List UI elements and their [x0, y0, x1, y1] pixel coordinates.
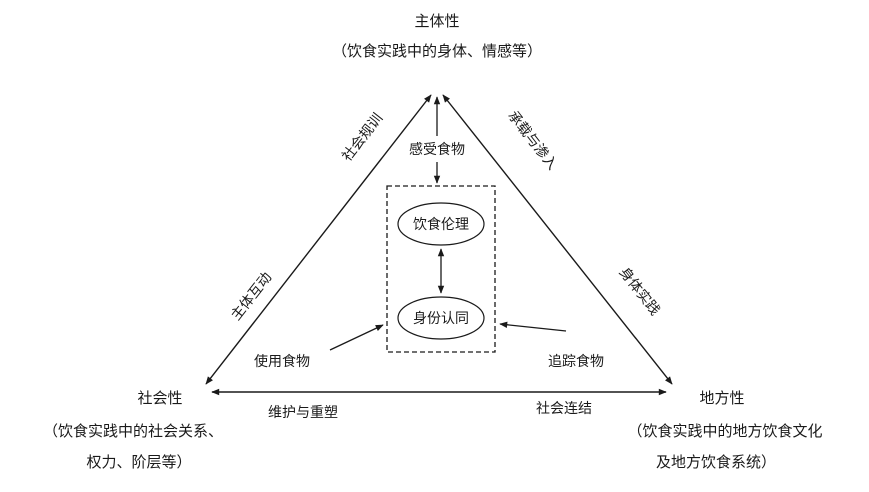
label-trace-food: 追踪食物: [548, 353, 604, 370]
vertex-top-title: 主体性: [414, 13, 459, 30]
arrow-trace-food: [499, 321, 567, 332]
edge-label-left-lower: 主体互动: [228, 270, 275, 324]
label-food-ethics: 饮食伦理: [413, 216, 469, 233]
edge-label-right-lower: 身体实践: [616, 265, 663, 319]
edge-label-left-upper: 社会规训: [339, 111, 386, 165]
ellipse-identity: [397, 296, 485, 340]
edge-label-right-upper: 承载与渗入: [504, 108, 560, 173]
dashed-core-box: [386, 185, 496, 353]
vertex-right-subtitle-line2: 及地方饮食系统）: [656, 454, 776, 471]
vertex-left-subtitle-line2: 权力、阶层等）: [86, 453, 191, 471]
edge-subjectivity-locality: [442, 94, 673, 385]
vertex-top-subtitle: （饮食实践中的身体、情感等）: [332, 42, 542, 60]
vertex-right-subtitle-line1: （饮食实践中的地方饮食文化: [627, 423, 822, 440]
edge-label-bottom-right: 社会连结: [536, 401, 592, 417]
vertex-left-title: 社会性: [137, 390, 182, 407]
label-feel-food: 感受食物: [409, 141, 465, 158]
edge-subjectivity-sociality: [205, 94, 432, 385]
arrow-use-food: [329, 324, 384, 351]
edge-label-bottom-left: 维护与重塑: [268, 405, 338, 421]
label-use-food: 使用食物: [254, 353, 310, 370]
label-identity: 身份认同: [413, 311, 469, 327]
vertex-right-title: 地方性: [699, 390, 744, 407]
ellipse-food-ethics: [397, 202, 485, 246]
vertex-left-subtitle-line1: （饮食实践中的社会关系、: [43, 423, 223, 440]
